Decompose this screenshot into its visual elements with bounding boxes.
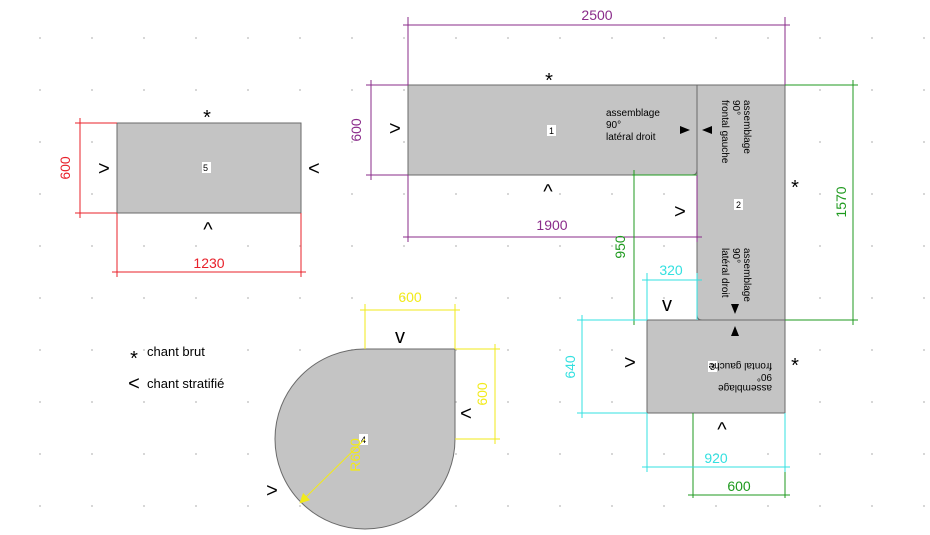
piece-3-depth-dim: 600 [727,478,751,494]
piece-1-id-bg [547,125,556,136]
legend-raw-label: chant brut [147,344,205,359]
piece-3-width-dim: 920 [704,450,728,466]
piece-3-right-raw-mark: * [791,355,799,377]
piece-2-left-laminate-mark: > [674,201,686,223]
piece-5-id: 5 [203,163,208,173]
svg-text:assemblage: assemblage [741,100,752,154]
piece-4-right-laminate-mark: < [460,403,472,425]
piece-1-total-length-dim: 2500 [581,7,612,23]
piece-3-dimensions [577,273,790,472]
piece-2-note-bottom: assemblage 90° latéral droit [719,248,752,302]
svg-text:assemblage: assemblage [718,382,772,393]
piece-5-bottom-laminate-mark: ^ [203,219,213,241]
piece-2-length-dim: 1570 [833,186,849,217]
piece-1-id: 1 [549,126,554,136]
svg-text:assemblage: assemblage [741,248,752,302]
piece-3-bottom-laminate-mark: ^ [717,419,727,441]
piece-3-id-bg [708,361,717,372]
piece-5-right-laminate-mark: < [308,158,320,180]
piece-5-left-laminate-mark: > [98,158,110,180]
svg-text:latéral droit: latéral droit [719,248,730,298]
piece-1-dimensions [366,17,790,242]
svg-text:90°: 90° [757,371,772,382]
piece-3-height-dim: 640 [562,355,578,379]
piece-5[interactable]: 5 [116,122,302,214]
piece-4-width-dim: 600 [398,289,422,305]
legend-raw-symbol: * [130,348,138,370]
piece-5-height-dim: 600 [57,156,73,180]
assembly-arrows [680,126,739,336]
piece-4-height-dim: 600 [474,382,490,406]
legend: * chant brut < chant stratifié [128,344,224,395]
piece-5-width-dim: 1230 [193,255,224,271]
piece-1-note-line-1: assemblage [606,108,660,119]
piece-3-note: assemblage 90° frontal gauche [708,360,772,393]
piece-2-note-top: assemblage 90° frontal gauche [719,100,752,164]
piece-1-note-line-2: 90° [606,120,621,131]
piece-1-top-raw-mark: * [545,70,553,92]
piece-1-length-dim: 1900 [536,217,567,233]
piece-2-inner-length-dim: 950 [612,235,628,259]
piece-1-left-laminate-mark: > [389,118,401,140]
piece-1-note-line-3: latéral droit [606,132,656,143]
piece-5-dimensions [75,118,306,277]
svg-text:90°: 90° [730,100,741,115]
piece-4-id-bg [359,434,368,445]
svg-text:90°: 90° [730,248,741,263]
piece-3-left-laminate-mark: > [624,352,636,374]
piece-2[interactable]: 2 assemblage 90° frontal gauche assembla… [696,84,786,321]
piece-3-notch-dim: 320 [659,262,683,278]
piece-1[interactable]: 1 assemblage 90° latéral droit [407,84,698,176]
piece-2-id-bg [734,199,743,210]
piece-3-notch-laminate-mark: v [662,294,672,316]
legend-laminate-label: chant stratifié [147,376,224,391]
svg-text:frontal gauche: frontal gauche [708,360,772,371]
piece-1-bottom-laminate-mark: ^ [543,181,553,203]
piece-4-arc-laminate-mark: > [266,480,278,502]
piece-4-dimensions [299,304,500,504]
piece-2-right-raw-mark: * [791,177,799,199]
svg-text:frontal gauche: frontal gauche [719,100,730,164]
piece-3[interactable]: 3 assemblage 90° frontal gauche [646,319,786,414]
piece-4-top-laminate-mark: v [395,326,405,348]
piece-3-id: 3 [710,362,715,372]
piece-5-id-bg [202,162,211,173]
piece-5-top-raw-mark: * [203,107,211,129]
piece-2-id: 2 [736,200,741,210]
legend-laminate-symbol: < [128,373,140,395]
piece-1-depth-dim: 600 [348,118,364,142]
piece-4-radius-dim: R600 [347,438,363,472]
